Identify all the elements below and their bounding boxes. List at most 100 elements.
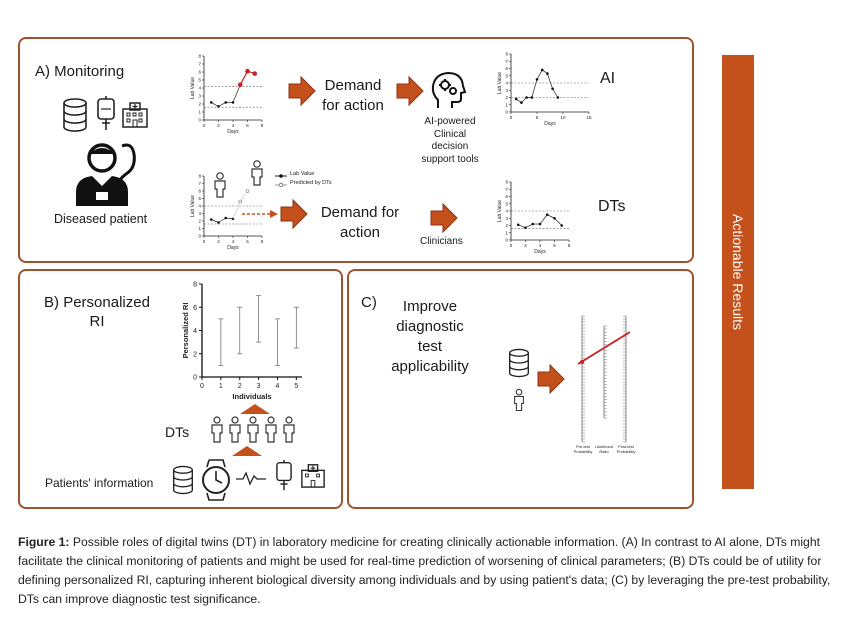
x-tick-label: 0 (203, 123, 206, 128)
legend-predicted-marker (275, 182, 287, 188)
person-icon (251, 160, 263, 186)
data-point (516, 223, 520, 227)
data-point (217, 105, 220, 108)
x-tick-label: 8 (261, 123, 264, 128)
x-tick-label: 2 (217, 239, 220, 244)
y-tick-label: 6 (505, 194, 508, 199)
x-tick-label: 4 (232, 239, 235, 244)
ai-tool-label: AI-powered Clinical decision support too… (421, 116, 479, 165)
arrow-right-icon (396, 75, 424, 107)
arrow-right-icon (280, 198, 308, 230)
database-icon (63, 98, 87, 132)
data-point (224, 216, 228, 220)
y-tick-label: 1 (505, 230, 508, 235)
x-tick-label: 6 (246, 239, 249, 244)
y-tick-label: 1 (198, 110, 201, 115)
x-tick-label: 8 (568, 243, 571, 248)
actionable-results-label: Actionable Results (730, 214, 746, 330)
person-icon (214, 172, 226, 198)
ai-label: AI (600, 70, 616, 87)
data-point (530, 96, 534, 99)
arrow-up-icon (232, 446, 262, 456)
x-tick-label: 2 (217, 123, 220, 128)
x-tick-label: 4 (232, 123, 235, 128)
y-tick-label: 8 (193, 282, 197, 289)
y-tick-label: 4 (198, 204, 201, 209)
arrow-right-icon (288, 75, 316, 107)
panel-personalized-ri (18, 269, 343, 509)
iv-bag-icon (276, 460, 292, 491)
data-point (531, 222, 535, 226)
series-line (218, 217, 226, 223)
series-line (547, 214, 555, 219)
y-tick-label: 5 (198, 78, 201, 83)
prediction-line (239, 190, 248, 202)
y-tick-label: 2 (505, 223, 508, 228)
series-line (531, 79, 538, 98)
panel-c-title: C) (361, 294, 377, 311)
series-line (218, 102, 226, 107)
x-tick-label: 10 (560, 115, 566, 120)
y-tick-label: 7 (198, 62, 201, 67)
y-tick-label: 8 (505, 180, 508, 185)
y-tick-label: 3 (505, 216, 508, 221)
prediction-line (232, 201, 241, 219)
series-line (211, 102, 219, 107)
data-point (535, 78, 539, 81)
caption-label: Figure 1: (18, 535, 70, 549)
data-point (209, 218, 213, 221)
x-tick-label: 2 (524, 243, 527, 248)
series-line (239, 70, 249, 86)
actionable-results-bar (722, 55, 754, 489)
y-tick-label: 4 (505, 81, 508, 86)
y-axis-label: Personalized RI (181, 303, 190, 359)
y-tick-label: 2 (198, 219, 201, 224)
y-tick-label: 7 (505, 59, 508, 64)
panel-a-title: A) Monitoring (35, 63, 125, 80)
y-tick-label: 2 (505, 95, 508, 100)
y-tick-label: 8 (505, 52, 508, 57)
series-line (518, 224, 526, 228)
data-point (546, 72, 549, 75)
data-point (245, 68, 250, 74)
series-line (525, 223, 533, 228)
data-point (545, 213, 549, 216)
smartwatch-icon (202, 459, 230, 501)
data-point (560, 224, 564, 227)
arrow-right-icon (430, 202, 458, 234)
data-point (556, 96, 560, 99)
y-axis-label: Lab Value (497, 200, 503, 222)
y-tick-label: 7 (198, 181, 201, 186)
arrow-up-icon (240, 404, 270, 414)
dt-demand-for-action: Demand for action (320, 204, 400, 241)
x-axis-label: Individuals (232, 392, 271, 401)
panel-monitoring (18, 37, 694, 263)
data-point (514, 97, 518, 101)
y-tick-label: 6 (198, 189, 201, 194)
person-icon (514, 388, 524, 412)
data-point (520, 101, 523, 104)
x-tick-label: 3 (257, 383, 261, 390)
data-point (538, 222, 542, 226)
nomogram-post-test-label: Post-test Probability (616, 444, 636, 454)
y-tick-label: 0 (505, 238, 508, 243)
caption-text: Possible roles of digital twins (DT) in … (18, 535, 831, 606)
y-tick-label: 0 (505, 110, 508, 115)
figure-caption: Figure 1: Possible roles of digital twin… (18, 533, 846, 609)
x-tick-label: 2 (238, 383, 242, 390)
x-tick-label: 5 (536, 115, 539, 120)
y-axis-label: Lab Value (190, 195, 196, 217)
database-icon (173, 465, 193, 495)
y-tick-label: 0 (198, 234, 201, 239)
data-point (524, 226, 527, 229)
y-tick-label: 5 (505, 73, 508, 78)
data-point (540, 68, 544, 72)
y-tick-label: 2 (193, 351, 197, 358)
y-tick-label: 1 (505, 102, 508, 107)
data-point (237, 82, 243, 88)
panel-c-text: Improve diagnostic test applicability (391, 298, 469, 375)
y-tick-label: 3 (198, 94, 201, 99)
arrow-right-icon (537, 363, 565, 395)
